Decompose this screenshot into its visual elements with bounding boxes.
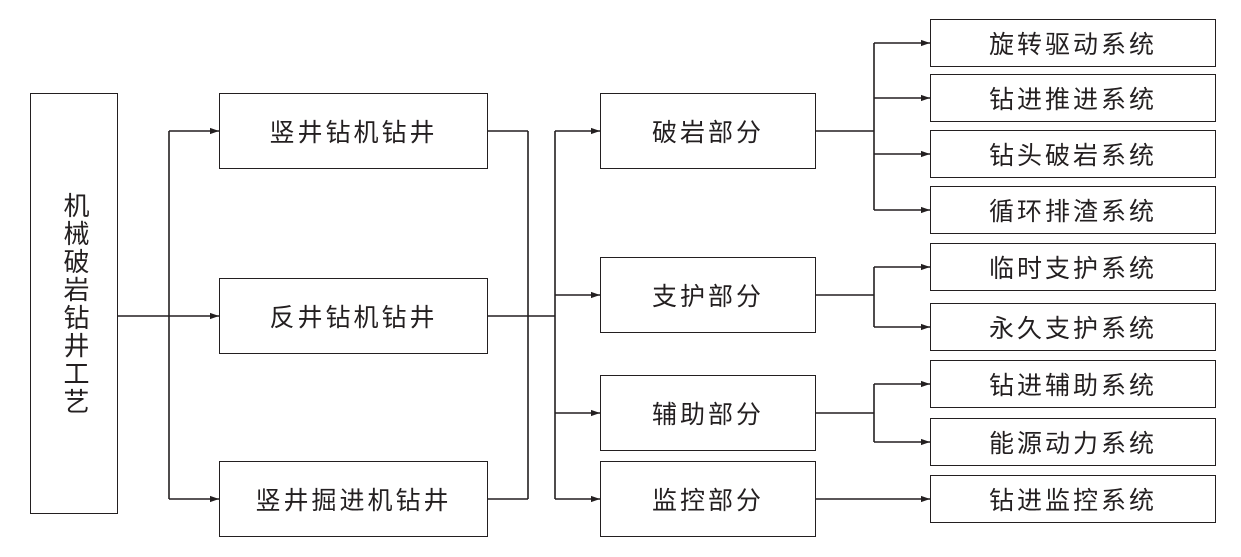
system-label: 旋转驱动系统 xyxy=(988,30,1157,59)
system-label: 临时支护系统 xyxy=(988,254,1157,283)
system-node: 永久支护系统 xyxy=(930,303,1216,351)
root-node: 机械破岩钻井工艺 xyxy=(30,93,118,514)
system-node: 能源动力系统 xyxy=(930,418,1216,466)
method-node: 竖井掘进机钻井 xyxy=(219,461,488,537)
system-node: 旋转驱动系统 xyxy=(930,19,1216,67)
method-label: 竖井掘进机钻井 xyxy=(255,486,452,515)
method-label: 竖井钻机钻井 xyxy=(269,118,438,147)
system-label: 钻头破岩系统 xyxy=(988,141,1157,170)
system-label: 钻进监控系统 xyxy=(988,486,1157,515)
method-node: 竖井钻机钻井 xyxy=(219,93,488,169)
part-label: 支护部分 xyxy=(651,282,764,311)
part-node: 破岩部分 xyxy=(600,93,816,169)
part-node: 监控部分 xyxy=(600,461,816,537)
part-label: 辅助部分 xyxy=(651,400,764,429)
part-node: 支护部分 xyxy=(600,257,816,333)
system-label: 钻进推进系统 xyxy=(988,85,1157,114)
system-node: 钻进监控系统 xyxy=(930,475,1216,523)
part-label: 监控部分 xyxy=(651,486,764,515)
method-node: 反井钻机钻井 xyxy=(219,278,488,354)
system-label: 循环排渣系统 xyxy=(988,197,1157,226)
part-node: 辅助部分 xyxy=(600,375,816,451)
system-node: 循环排渣系统 xyxy=(930,186,1216,234)
system-node: 钻进辅助系统 xyxy=(930,360,1216,408)
part-label: 破岩部分 xyxy=(651,118,764,147)
system-node: 钻进推进系统 xyxy=(930,74,1216,122)
method-label: 反井钻机钻井 xyxy=(269,303,438,332)
system-label: 永久支护系统 xyxy=(988,314,1157,343)
root-label: 机械破岩钻井工艺 xyxy=(59,191,89,416)
system-node: 临时支护系统 xyxy=(930,243,1216,291)
system-label: 钻进辅助系统 xyxy=(988,371,1157,400)
system-label: 能源动力系统 xyxy=(988,429,1157,458)
system-node: 钻头破岩系统 xyxy=(930,130,1216,178)
